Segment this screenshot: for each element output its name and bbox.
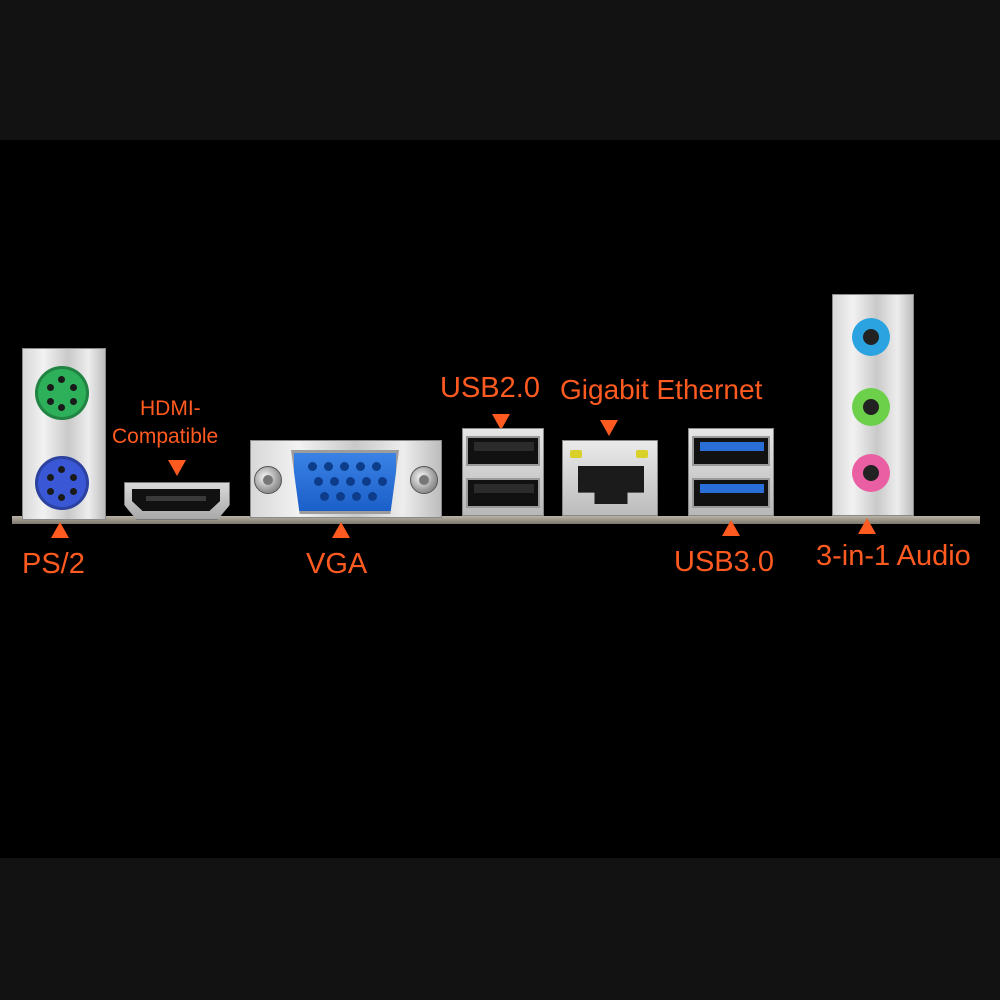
audio-line-out-jack-icon bbox=[852, 388, 890, 426]
ps2-mouse-port-icon bbox=[35, 366, 89, 420]
ethernet-led-left-icon bbox=[570, 450, 582, 458]
hdmi-label-line2: Compatible bbox=[112, 425, 219, 448]
ethernet-led-right-icon bbox=[636, 450, 648, 458]
ps2-label: PS/2 bbox=[22, 548, 85, 580]
vga-port-icon bbox=[291, 450, 399, 514]
audio-label: 3-in-1 Audio bbox=[816, 540, 971, 572]
audio-arrow-icon bbox=[858, 518, 876, 534]
vga-right-screw-icon bbox=[410, 466, 438, 494]
hdmi-port-contacts bbox=[146, 496, 206, 501]
top-band bbox=[0, 0, 1000, 140]
usb2-port-bottom-icon bbox=[466, 478, 540, 508]
motherboard-edge bbox=[12, 516, 980, 524]
hdmi-label-line1: HDMI- bbox=[140, 397, 201, 420]
audio-line-in-jack-icon bbox=[852, 318, 890, 356]
ethernet-arrow-icon bbox=[600, 420, 618, 436]
vga-label: VGA bbox=[306, 548, 368, 580]
vga-left-screw-icon bbox=[254, 466, 282, 494]
ps2-keyboard-port-icon bbox=[35, 456, 89, 510]
usb2-label: USB2.0 bbox=[440, 372, 540, 404]
usb3-port-top-icon bbox=[692, 436, 770, 466]
usb3-label: USB3.0 bbox=[674, 546, 774, 578]
usb2-port-top-icon bbox=[466, 436, 540, 466]
ethernet-label: Gigabit Ethernet bbox=[560, 374, 763, 405]
audio-mic-jack-icon bbox=[852, 454, 890, 492]
ps2-arrow-icon bbox=[51, 522, 69, 538]
usb3-port-bottom-icon bbox=[692, 478, 770, 508]
hdmi-arrow-icon bbox=[168, 460, 186, 476]
vga-arrow-icon bbox=[332, 522, 350, 538]
usb2-arrow-icon bbox=[492, 414, 510, 430]
bottom-band bbox=[0, 858, 1000, 1000]
usb3-arrow-icon bbox=[722, 520, 740, 536]
